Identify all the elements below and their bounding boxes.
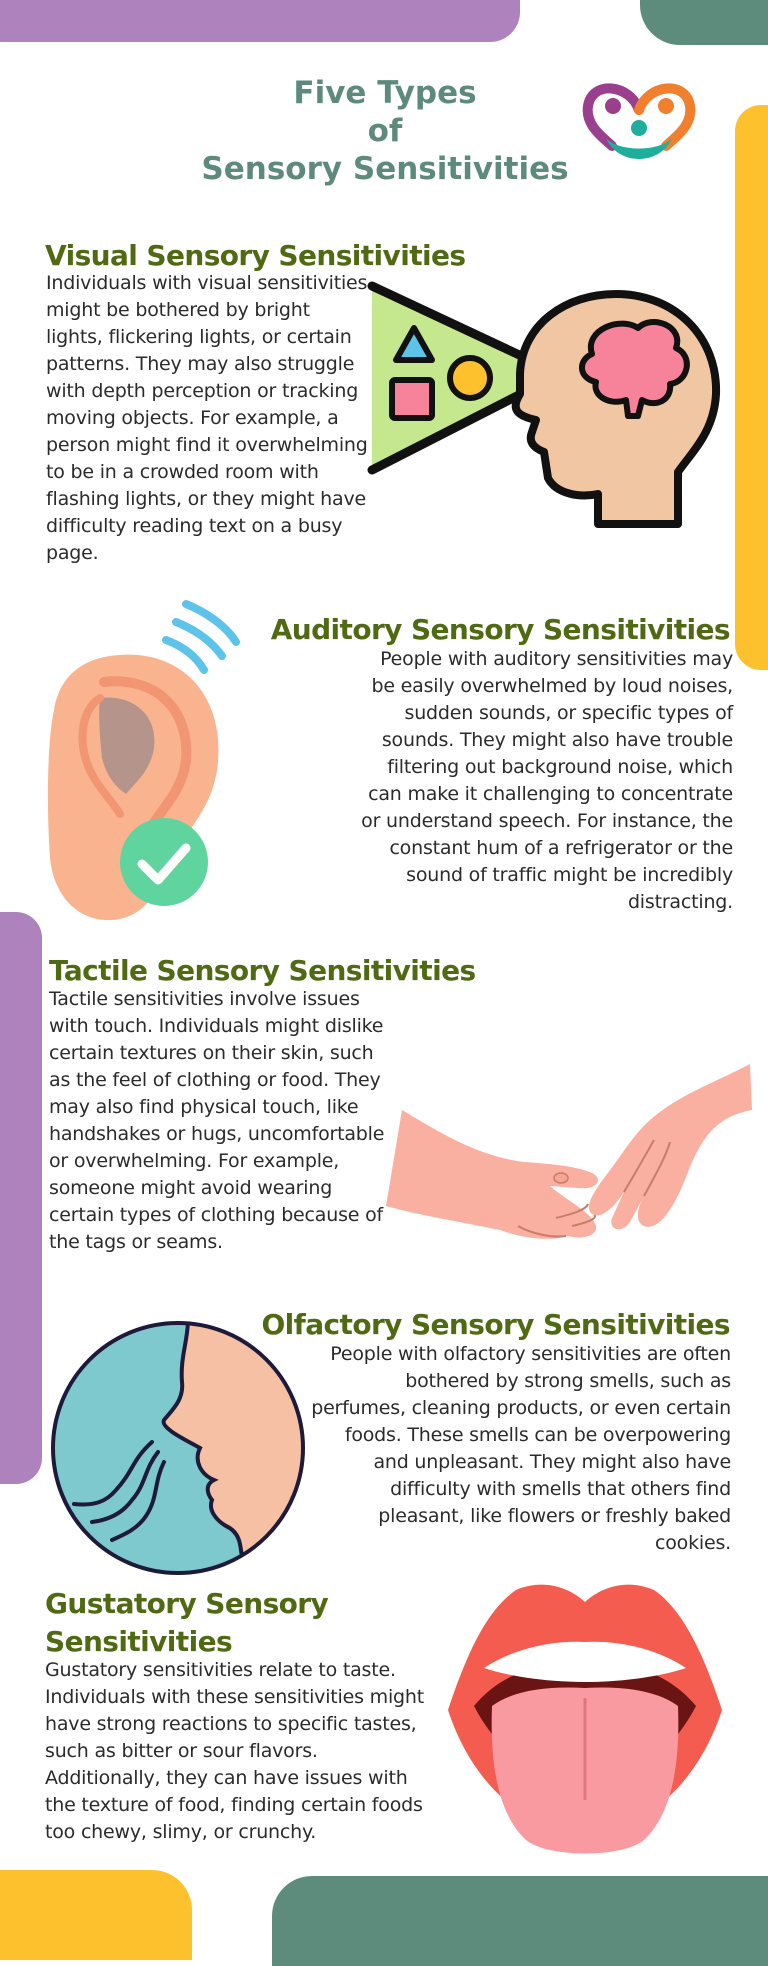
tactile-heading: Tactile Sensory Sensitivities bbox=[49, 954, 476, 987]
ear-check-icon bbox=[47, 600, 240, 921]
title-line-1: Five Types bbox=[293, 75, 477, 111]
tactile-body: Tactile sensitivities involve issues wit… bbox=[49, 988, 385, 1253]
gustatory-body: Gustatory sensitivities relate to taste.… bbox=[45, 1659, 424, 1843]
teal-top-right-blob bbox=[640, 0, 768, 45]
visual-heading: Visual Sensory Sensitivities bbox=[45, 239, 466, 272]
title-line-2: of bbox=[367, 113, 403, 149]
mouth-tongue-icon bbox=[448, 1584, 722, 1854]
auditory-heading: Auditory Sensory Sensitivities bbox=[270, 613, 731, 646]
teal-bottom-bar bbox=[272, 1876, 768, 1966]
touching-hands-icon bbox=[386, 1064, 752, 1239]
head-shapes-vision-icon bbox=[367, 281, 721, 528]
yellow-right-bar bbox=[735, 105, 768, 670]
nose-smell-icon bbox=[51, 1321, 305, 1575]
olfactory-heading: Olfactory Sensory Sensitivities bbox=[261, 1308, 730, 1341]
title-line-3: Sensory Sensitivities bbox=[201, 151, 569, 187]
heart-people-logo-icon bbox=[582, 83, 696, 159]
olfactory-body: People with olfactory sensitivities are … bbox=[311, 1343, 731, 1554]
purple-top-bar bbox=[0, 0, 520, 42]
purple-left-bar bbox=[0, 912, 42, 1484]
auditory-body: People with auditory sensitivities may b… bbox=[361, 648, 733, 913]
yellow-bottom-left-blob bbox=[0, 1870, 192, 1960]
page-title: Five Types of Sensory Sensitivities bbox=[170, 74, 600, 188]
visual-body: Individuals with visual sensitivities mi… bbox=[46, 272, 368, 564]
gustatory-heading: Gustatory Sensory Sensitivities bbox=[45, 1587, 329, 1658]
